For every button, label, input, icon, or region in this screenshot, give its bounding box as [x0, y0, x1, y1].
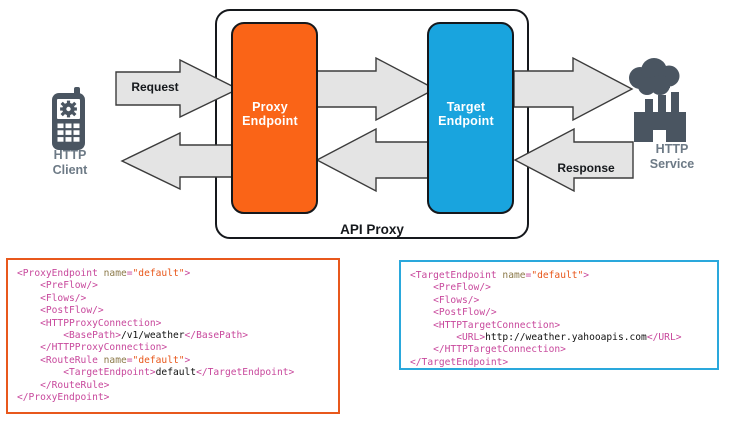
code-line: <ProxyEndpoint name="default">: [17, 268, 329, 280]
api-proxy-diagram: [52, 9, 686, 239]
code-line: <TargetEndpoint>default</TargetEndpoint>: [17, 367, 329, 379]
code-token-txt: [410, 307, 433, 318]
http-service-caption-line1: HTTP: [655, 142, 689, 156]
code-token-txt: http://weather.yahooapis.com: [485, 332, 647, 344]
code-line: <PostFlow/>: [17, 305, 329, 317]
http-client-caption-line1: HTTP: [53, 148, 87, 162]
code-token-val: "default": [531, 270, 584, 281]
code-token-tag: <ProxyEndpoint: [17, 268, 104, 279]
code-line: <TargetEndpoint name="default">: [410, 270, 708, 282]
request-arrow: [115, 58, 240, 119]
code-line: </RouteRule>: [17, 380, 329, 392]
code-token-tag: <PostFlow/>: [40, 305, 104, 317]
code-token-val: "default": [132, 268, 185, 279]
code-token-txt: [410, 295, 433, 306]
http-client-caption: HTTP Client: [30, 148, 110, 178]
code-token-tag: <PreFlow/>: [433, 282, 491, 294]
code-token-txt: [17, 318, 40, 329]
code-token-tag: </TargetEndpoint>: [410, 356, 509, 368]
code-token-eq: =: [126, 268, 133, 279]
code-line: <PreFlow/>: [410, 282, 708, 294]
code-token-eq: =: [525, 270, 532, 281]
code-token-tag: <URL>: [456, 332, 486, 344]
code-token-txt: [17, 293, 40, 304]
code-token-tag: </URL>: [646, 332, 682, 344]
code-line: <Flows/>: [410, 295, 708, 307]
code-token-txt: [17, 380, 40, 391]
code-token-tag: >: [184, 354, 191, 366]
code-token-val: "default": [132, 354, 185, 366]
code-token-tag: <TargetEndpoint: [410, 270, 503, 281]
code-token-txt: [410, 282, 433, 293]
code-token-tag: <PreFlow/>: [40, 280, 98, 292]
code-token-txt: [410, 344, 433, 355]
target-endpoint-box[interactable]: [427, 22, 514, 214]
code-token-tag: </ProxyEndpoint>: [17, 392, 110, 404]
code-token-attr: name: [103, 354, 127, 366]
code-token-txt: [17, 355, 40, 366]
code-line: </ProxyEndpoint>: [17, 392, 329, 404]
code-line: <URL>http://weather.yahooapis.com</URL>: [410, 332, 708, 344]
code-token-tag: <BasePath>: [63, 330, 121, 342]
code-token-tag: </BasePath>: [184, 330, 249, 342]
api-proxy-container-label: API Proxy: [340, 222, 404, 237]
code-token-txt: [17, 305, 40, 316]
code-token-tag: >: [184, 268, 191, 279]
code-token-txt: [17, 330, 63, 341]
code-token-tag: <RouteRule: [40, 354, 104, 366]
proxy-endpoint-box[interactable]: [231, 22, 318, 214]
code-line: <HTTPProxyConnection>: [17, 318, 329, 330]
code-token-tag: </HTTPProxyConnection>: [40, 342, 168, 354]
code-line: <PostFlow/>: [410, 307, 708, 319]
http-service-caption: HTTP Service: [632, 142, 712, 172]
code-line: <RouteRule name="default">: [17, 355, 329, 367]
code-token-tag: <Flows/>: [433, 294, 480, 306]
code-line: </HTTPTargetConnection>: [410, 344, 708, 356]
code-token-eq: =: [126, 354, 133, 366]
code-token-txt: default: [155, 367, 197, 379]
code-line: <Flows/>: [17, 293, 329, 305]
code-token-txt: [410, 320, 433, 331]
code-token-attr: name: [502, 270, 526, 281]
code-token-txt: [17, 280, 40, 291]
http-service-caption-line2: Service: [649, 157, 695, 171]
code-line: <PreFlow/>: [17, 280, 329, 292]
code-line: </HTTPProxyConnection>: [17, 342, 329, 354]
code-token-txt: [410, 332, 456, 343]
proxy-endpoint-code-panel[interactable]: <ProxyEndpoint name="default"> <PreFlow/…: [6, 258, 340, 414]
code-token-txt: [17, 342, 40, 353]
code-token-tag: <TargetEndpoint>: [63, 367, 156, 379]
code-line: <BasePath>/v1/weather</BasePath>: [17, 330, 329, 342]
code-token-txt: [17, 367, 63, 378]
code-token-tag: <Flows/>: [40, 292, 87, 304]
code-token-tag: >: [583, 270, 590, 281]
code-line: </TargetEndpoint>: [410, 357, 708, 369]
code-token-tag: <HTTPTargetConnection>: [433, 319, 561, 331]
code-token-tag: </HTTPTargetConnection>: [433, 344, 566, 356]
code-token-tag: <HTTPProxyConnection>: [40, 317, 162, 329]
code-token-attr: name: [103, 268, 127, 279]
code-token-txt: /v1/weather: [120, 330, 185, 342]
target-endpoint-code-panel[interactable]: <TargetEndpoint name="default"> <PreFlow…: [399, 260, 719, 370]
proxy-to-target-arrow: [316, 56, 437, 122]
target-to-service-arrow: [513, 56, 634, 122]
code-token-tag: </TargetEndpoint>: [196, 367, 295, 379]
proxy-to-client-arrow: [120, 131, 239, 191]
code-token-tag: </RouteRule>: [40, 379, 110, 391]
http-client-caption-line2: Client: [52, 163, 88, 177]
code-line: <HTTPTargetConnection>: [410, 320, 708, 332]
mobile-phone-gear-icon: [52, 87, 85, 150]
target-to-proxy-arrow: [315, 127, 436, 193]
code-token-tag: <PostFlow/>: [433, 307, 497, 319]
service-to-target-arrow: [513, 127, 634, 193]
factory-cloud-icon: [629, 58, 686, 142]
